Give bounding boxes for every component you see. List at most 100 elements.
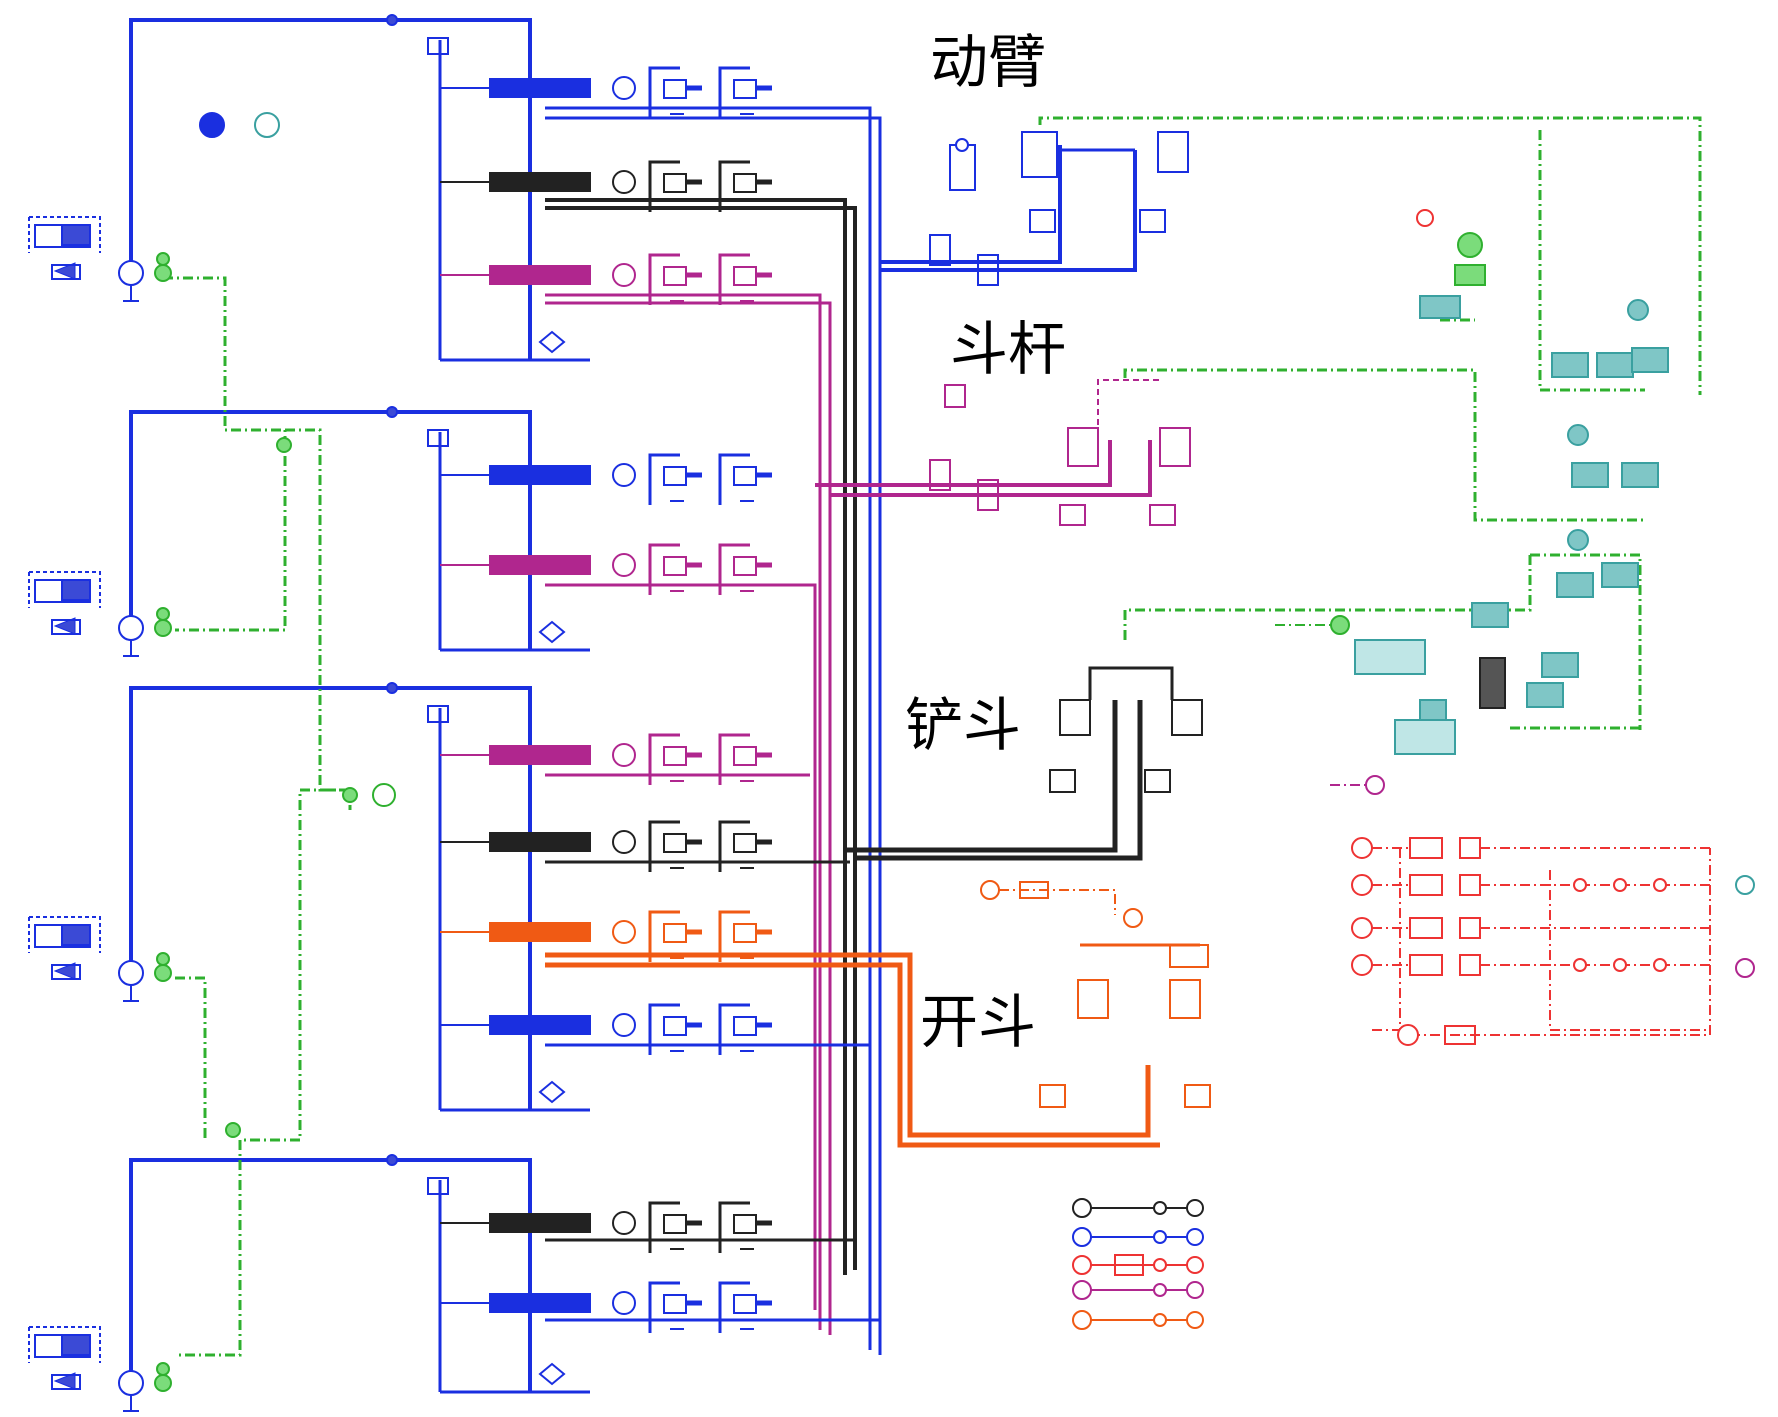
relief-loop: [648, 1003, 680, 1055]
relief-valve: [733, 1016, 757, 1036]
supply-trunk: [129, 686, 532, 1110]
junction-icon: [1653, 958, 1667, 972]
pump-icon: [118, 260, 144, 286]
manifold-line: [545, 206, 857, 1270]
check-valve-icon: [386, 406, 398, 418]
relief-loop: [648, 820, 680, 872]
sensor-icon: [154, 964, 172, 982]
accumulator: [944, 384, 966, 408]
sensor-icon: [156, 1362, 170, 1376]
motor-block: [61, 924, 91, 946]
legend-block: [1114, 1254, 1144, 1276]
check-valve-icon: [386, 682, 398, 694]
filter-icon: [538, 330, 566, 354]
boom-line: [880, 150, 1137, 272]
relief-valve: [1029, 209, 1056, 233]
check-valve-icon: [386, 14, 398, 26]
legend-source-icon: [1072, 1198, 1092, 1218]
pilot-gauge-icon: [612, 170, 636, 194]
pilot-gauge-icon: [612, 1291, 636, 1315]
relief-valve: [427, 705, 449, 723]
output-icon: [1735, 875, 1755, 895]
frame-line: [29, 1326, 101, 1363]
relief-valve: [1059, 504, 1086, 526]
check-valve: [929, 234, 951, 266]
bucket-crossover: [1088, 666, 1174, 700]
label-boom: 动臂: [930, 28, 1047, 96]
controller-block: [1409, 954, 1443, 976]
relief-valve: [427, 1177, 449, 1195]
linkage-joint: [1471, 602, 1509, 628]
supply-trunk: [129, 18, 532, 360]
legend-junction-icon: [1153, 1201, 1167, 1215]
frame-line: [29, 916, 101, 953]
relief-loop: [718, 1003, 750, 1055]
controller-line: [1370, 848, 1401, 1031]
check-valve: [929, 459, 951, 491]
pump-unit: [53, 262, 139, 302]
legend-source-icon: [1072, 1227, 1092, 1247]
linkage-joint: [1631, 347, 1669, 373]
linkage-body: [1394, 719, 1456, 755]
relief-loop: [648, 910, 680, 962]
gauge-icon: [1123, 908, 1143, 928]
relief-valve: [663, 746, 687, 766]
spool-valve: [489, 1293, 591, 1313]
drive-shaft: [51, 619, 81, 635]
relief-loop: [718, 1201, 750, 1253]
relief-valve: [733, 923, 757, 943]
pump-icon: [118, 1370, 144, 1396]
legend-source-icon: [1072, 1280, 1092, 1300]
relief-valve: [663, 173, 687, 193]
signal-line: [163, 276, 287, 632]
open-bucket-cylinder-right: [1169, 979, 1201, 1019]
control-line: [1538, 130, 1645, 392]
relief-loop: [648, 453, 680, 505]
junction-icon: [1573, 958, 1587, 972]
spool-valve: [489, 78, 591, 98]
controller-block: [1409, 837, 1443, 859]
sensor-icon: [276, 437, 292, 453]
label-stick: 斗杆: [950, 315, 1067, 383]
manifold-line: [545, 198, 847, 1275]
boom-cylinder-right: [1157, 131, 1189, 173]
manifold-line: [545, 583, 817, 1310]
legend-output-icon: [1186, 1311, 1204, 1329]
controller-block: [1409, 874, 1443, 896]
controller-source-icon: [1351, 874, 1373, 896]
relief-loop: [718, 910, 750, 962]
sensor-icon: [1330, 615, 1350, 635]
stick-line: [830, 440, 1152, 497]
relief-valve: [663, 1214, 687, 1234]
linkage-joint: [1596, 352, 1634, 378]
pilot-gauge-icon: [612, 1013, 636, 1037]
relief-loop: [648, 733, 680, 785]
gauge-icon: [955, 138, 969, 152]
label-open-bucket: 开斗: [920, 988, 1037, 1056]
pilot-gauge-icon: [612, 830, 636, 854]
relief-valve: [733, 1214, 757, 1234]
label-bucket: 铲斗: [905, 691, 1022, 759]
linkage-joint: [1571, 462, 1609, 488]
relief-loop: [718, 733, 750, 785]
pilot-gauge-icon: [612, 743, 636, 767]
controller-source-icon: [1351, 917, 1373, 939]
linkage-joint: [1601, 562, 1639, 588]
sensor-icon: [225, 1122, 241, 1138]
signal-line: [999, 889, 1116, 915]
relief-valve: [663, 1294, 687, 1314]
sensor-icon: [156, 952, 170, 966]
controller-block: [1459, 917, 1481, 939]
gauge-icon: [1416, 209, 1434, 227]
spool-valve: [489, 465, 591, 485]
pilot-gauge-icon: [612, 920, 636, 944]
drive-shaft: [51, 964, 81, 980]
controller-block: [1459, 874, 1481, 896]
actuator-link: [1479, 657, 1506, 709]
junction-icon: [1653, 878, 1667, 892]
relief-loop: [648, 1201, 680, 1253]
controller-source-icon: [1351, 837, 1373, 859]
motor-block: [61, 579, 91, 601]
filter-icon: [538, 620, 566, 644]
relief-valve: [733, 1294, 757, 1314]
